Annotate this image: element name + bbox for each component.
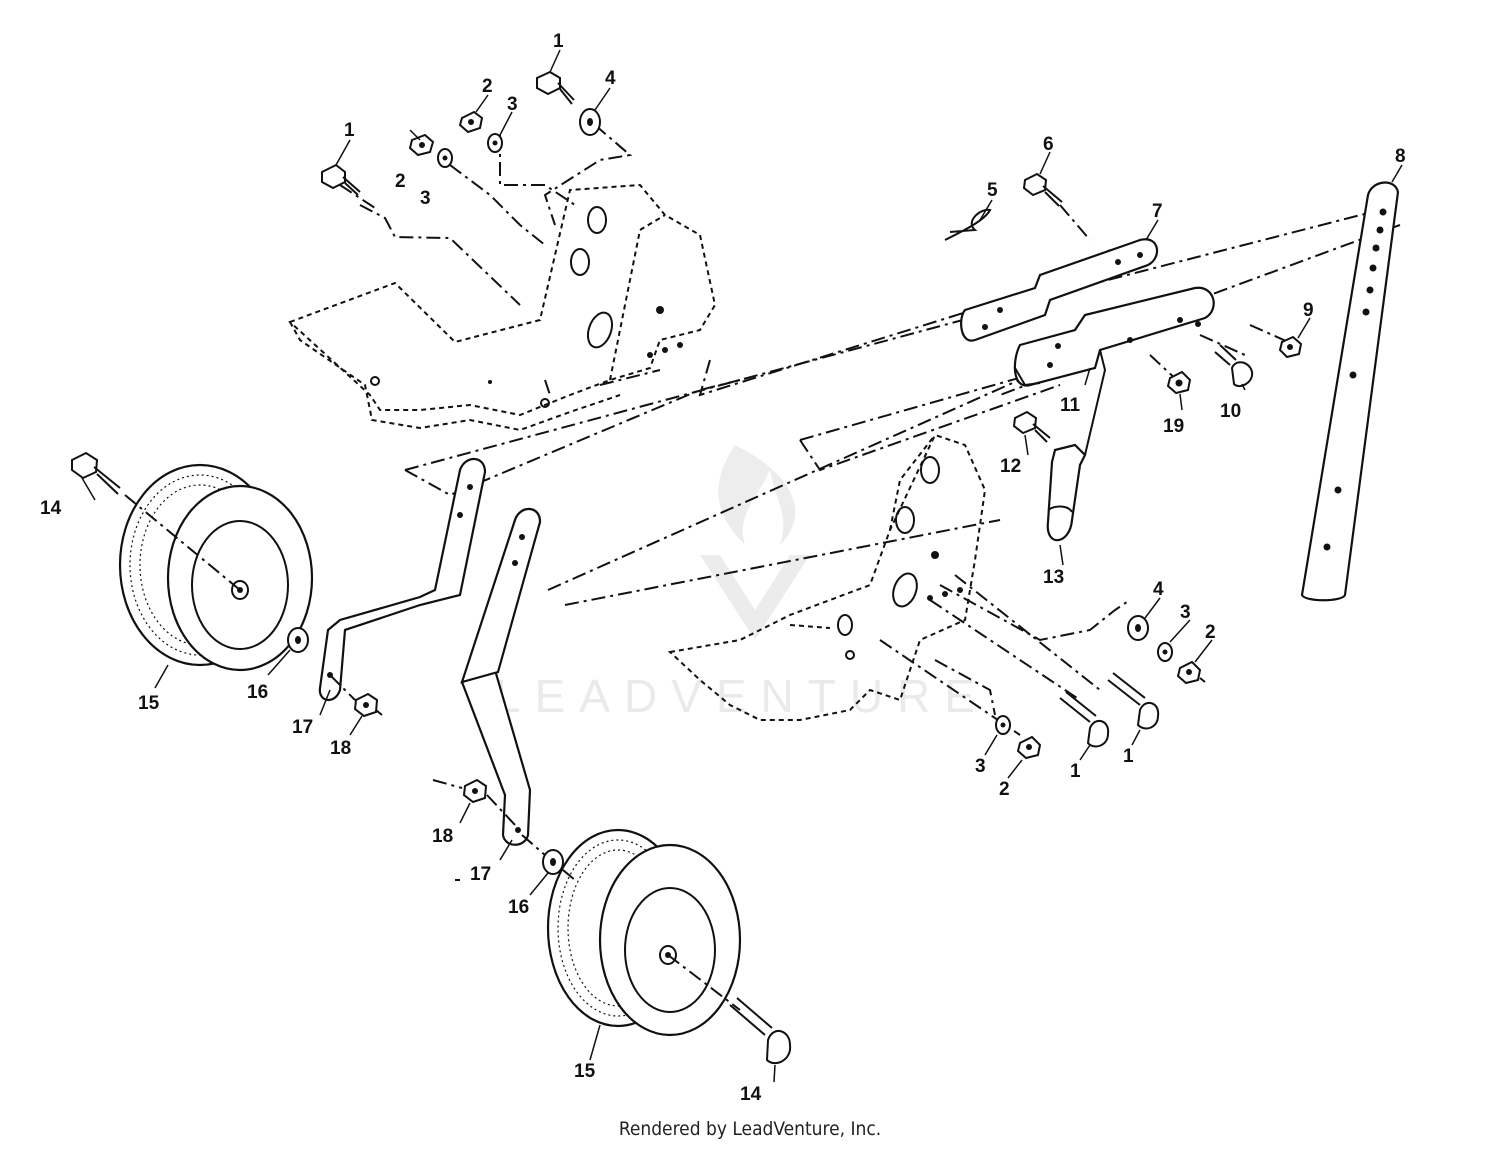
callout-3: 3: [507, 94, 518, 115]
nut-2-upper-middle-icon: [458, 110, 484, 134]
nut-9-icon: [1278, 335, 1303, 359]
nut-2-lower-right-icon: [1176, 660, 1202, 685]
bolt-1-upper-left-icon: [321, 163, 361, 196]
hairpin-5-icon: [944, 208, 992, 241]
callout-2: 2: [482, 76, 493, 97]
watermark-text: LEADVENTURE: [495, 670, 989, 722]
callout-12: 12: [1000, 456, 1021, 477]
callout-4: 4: [605, 68, 616, 89]
callout-2: 2: [1205, 622, 1216, 643]
callout-7: 7: [1152, 201, 1163, 222]
callout-3: 3: [1180, 602, 1191, 623]
washer-4-lower-icon: [1127, 615, 1149, 641]
right-side-plate: [667, 433, 987, 721]
bolt-10-icon: [1214, 344, 1254, 388]
watermark-logo-icon: [700, 445, 810, 640]
nut-18-right-icon: [462, 778, 488, 804]
callout-19: 19: [1163, 416, 1184, 437]
bolt-12-icon: [1012, 410, 1051, 443]
upper-left-hardware: [321, 70, 633, 306]
callout-17: 17: [292, 717, 313, 738]
bolt-6-icon: [1022, 172, 1063, 207]
hitch-bracket-7: [960, 238, 1158, 342]
wheel-15-right: [546, 828, 742, 1037]
callout-2: 2: [395, 171, 406, 192]
wheel-hardware: [71, 451, 792, 1065]
nut-18-left-icon: [353, 692, 379, 718]
callout-15: 15: [574, 1061, 596, 1082]
callout-3: 3: [975, 756, 986, 777]
callout-15: 15: [138, 693, 160, 714]
nut-2-lower-left-icon: [1016, 735, 1042, 760]
callout-17: 17: [470, 864, 491, 885]
hitch-bracket-11: [1013, 286, 1215, 456]
callout-11: 11: [1060, 395, 1081, 416]
callout-1: 1: [1123, 746, 1134, 767]
callout-2: 2: [999, 779, 1010, 800]
lower-right-hardware: [879, 574, 1206, 760]
callout-10: 10: [1220, 401, 1241, 422]
left-side-plate: [288, 183, 717, 432]
callout-14: 14: [740, 1084, 762, 1105]
callout-16: 16: [247, 682, 268, 703]
lockwasher-3-upper-middle-icon: [487, 133, 503, 153]
depth-bar-8: [1300, 181, 1400, 602]
callout-8: 8: [1395, 146, 1406, 167]
callout-9: 9: [1303, 300, 1314, 321]
nut-2-upper-left-icon: [408, 133, 435, 157]
footer-credit: Rendered by LeadVenture, Inc.: [618, 1118, 882, 1140]
watermark: LEADVENTURE: [495, 445, 989, 722]
wheel-15-left: [118, 463, 314, 672]
washer-4-upper-icon: [579, 108, 601, 136]
wheel-bracket-17-left: [318, 457, 487, 701]
callout-18: 18: [330, 738, 351, 759]
bolt-1-upper-middle-icon: [536, 70, 575, 105]
callout-14: 14: [40, 498, 62, 519]
callout-13: 13: [1043, 567, 1064, 588]
callout-4: 4: [1153, 579, 1164, 600]
washer-16-left-icon: [287, 627, 309, 653]
callout-6: 6: [1043, 134, 1054, 155]
lockwasher-3-lower-right-icon: [1157, 642, 1173, 662]
wheel-bracket-17-right: [460, 507, 542, 846]
pin-13: [1046, 443, 1087, 542]
nut-19-icon: [1166, 370, 1192, 395]
lockwasher-3-lower-left-icon: [995, 715, 1011, 735]
callout-16: 16: [508, 897, 529, 918]
callout-18: 18: [432, 826, 453, 847]
lockwasher-3-upper-left-icon: [437, 148, 453, 168]
callout-5: 5: [987, 180, 998, 201]
callout-labels: 1 1 1 1 2 2 2 2 3 3 3 3 4 4 5 6 7 8 9 10…: [40, 31, 1406, 1105]
callout-3: 3: [420, 188, 431, 209]
bolt-1-lower-right-icon: [1107, 672, 1160, 730]
callout-leaders: [81, 49, 1403, 1083]
washer-16-right-icon: [542, 849, 564, 875]
bolt-1-lower-middle-icon: [1059, 691, 1110, 748]
assembly-center-lines: [404, 209, 1401, 606]
callout-1: 1: [1070, 761, 1081, 782]
callout-1: 1: [553, 31, 564, 52]
upper-right-hardware: [944, 172, 1303, 395]
axle-bolt-14-right-icon: [729, 997, 792, 1065]
axle-bolt-14-left-icon: [71, 451, 121, 495]
callout-1: 1: [344, 120, 355, 141]
